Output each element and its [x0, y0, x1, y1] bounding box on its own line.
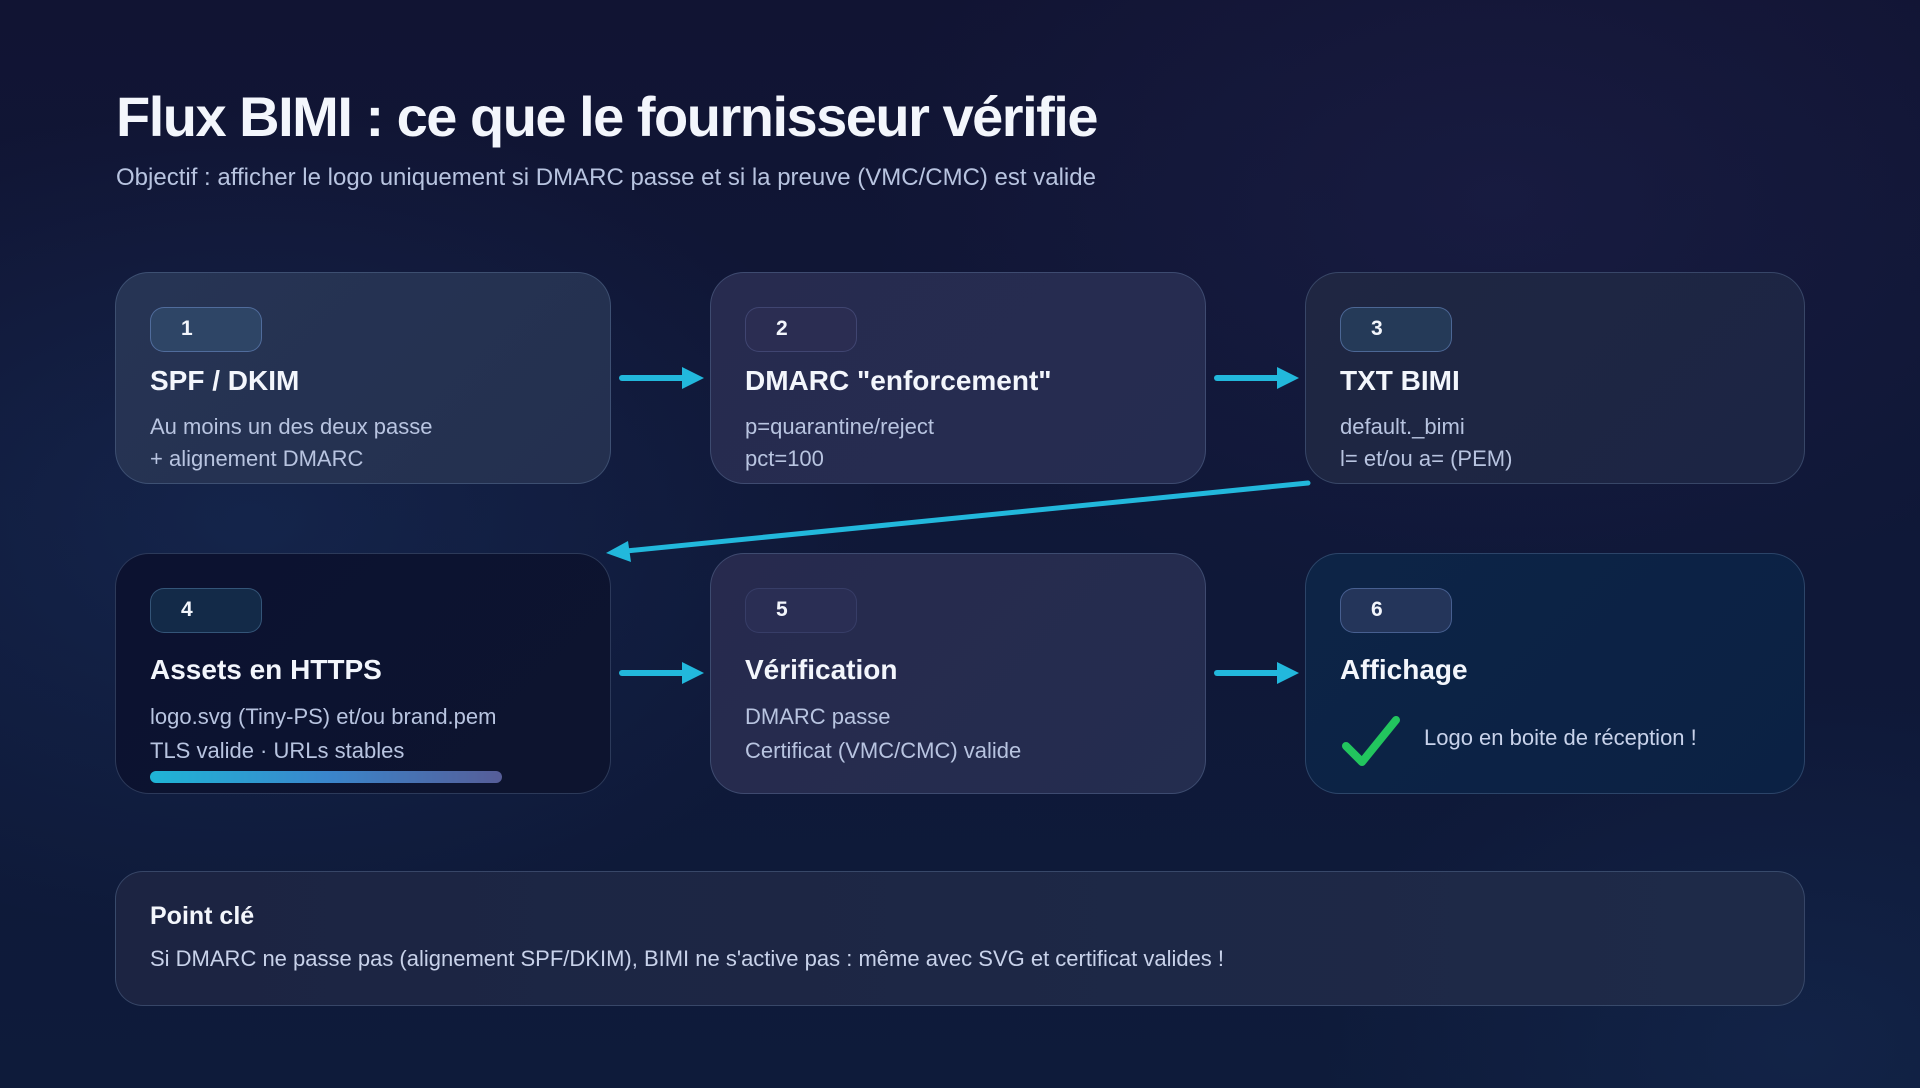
check-icon: [1342, 716, 1400, 766]
step-card-2: 2 DMARC "enforcement" p=quarantine/rejec…: [710, 272, 1206, 484]
step-description-line: + alignement DMARC: [150, 446, 364, 471]
step-title: Vérification: [745, 654, 898, 685]
arrow-icon-1-2: [619, 367, 704, 389]
step-card-1: 1 SPF / DKIM Au moins un des deux passe …: [115, 272, 611, 484]
key-point-title: Point clé: [150, 902, 255, 930]
step-title: SPF / DKIM: [150, 365, 300, 396]
step-card-4: 4 Assets en HTTPS logo.svg (Tiny-PS) et/…: [115, 553, 611, 794]
step-description-line: l= et/ou a= (PEM): [1340, 446, 1513, 471]
step-description: DMARC passe Certificat (VMC/CMC) valide: [745, 700, 1021, 768]
gradient-progress-bar: [150, 771, 502, 783]
step-description: logo.svg (Tiny-PS) et/ou brand.pem TLS v…: [150, 700, 496, 768]
arrow-icon-2-3: [1214, 367, 1299, 389]
step-description-line: Logo en boite de réception !: [1424, 725, 1697, 750]
step-description: p=quarantine/reject pct=100: [745, 411, 934, 475]
step-title: TXT BIMI: [1340, 365, 1460, 396]
key-point-box: Point clé Si DMARC ne passe pas (alignem…: [115, 871, 1805, 1006]
page-subtitle: Objectif : afficher le logo uniquement s…: [116, 164, 1096, 191]
step-title: DMARC "enforcement": [745, 365, 1052, 396]
step-description-line: Au moins un des deux passe: [150, 414, 433, 439]
page-title: Flux BIMI : ce que le fournisseur vérifi…: [116, 85, 1098, 148]
step-description-line: TLS valide · URLs stables: [150, 738, 405, 763]
step-number-badge: 1: [150, 307, 262, 352]
step-description-line: Certificat (VMC/CMC) valide: [745, 738, 1022, 763]
step-title: Assets en HTTPS: [150, 654, 382, 685]
key-point-text: Si DMARC ne passe pas (alignement SPF/DK…: [150, 946, 1225, 971]
step-number-badge: 2: [745, 307, 857, 352]
step-description-line: p=quarantine/reject: [745, 414, 934, 439]
step-title: Affichage: [1340, 654, 1468, 685]
step-number-badge: 3: [1340, 307, 1452, 352]
step-number-badge: 5: [745, 588, 857, 633]
step-card-6: 6 Affichage Logo en boite de réception !: [1305, 553, 1805, 794]
step-description-line: logo.svg (Tiny-PS) et/ou brand.pem: [150, 704, 497, 729]
arrow-icon-3-4: [606, 480, 1311, 562]
step-description-line: DMARC passe: [745, 704, 891, 729]
step-description: default._bimi l= et/ou a= (PEM): [1340, 411, 1512, 475]
arrow-icon-5-6: [1214, 662, 1299, 684]
step-card-3: 3 TXT BIMI default._bimi l= et/ou a= (PE…: [1305, 272, 1805, 484]
step-card-5: 5 Vérification DMARC passe Certificat (V…: [710, 553, 1206, 794]
step-number-badge: 4: [150, 588, 262, 633]
step-description-line: pct=100: [745, 446, 824, 471]
step-number-badge: 6: [1340, 588, 1452, 633]
step-description-line: default._bimi: [1340, 414, 1465, 439]
arrow-icon-4-5: [619, 662, 704, 684]
step-description: Au moins un des deux passe + alignement …: [150, 411, 433, 475]
